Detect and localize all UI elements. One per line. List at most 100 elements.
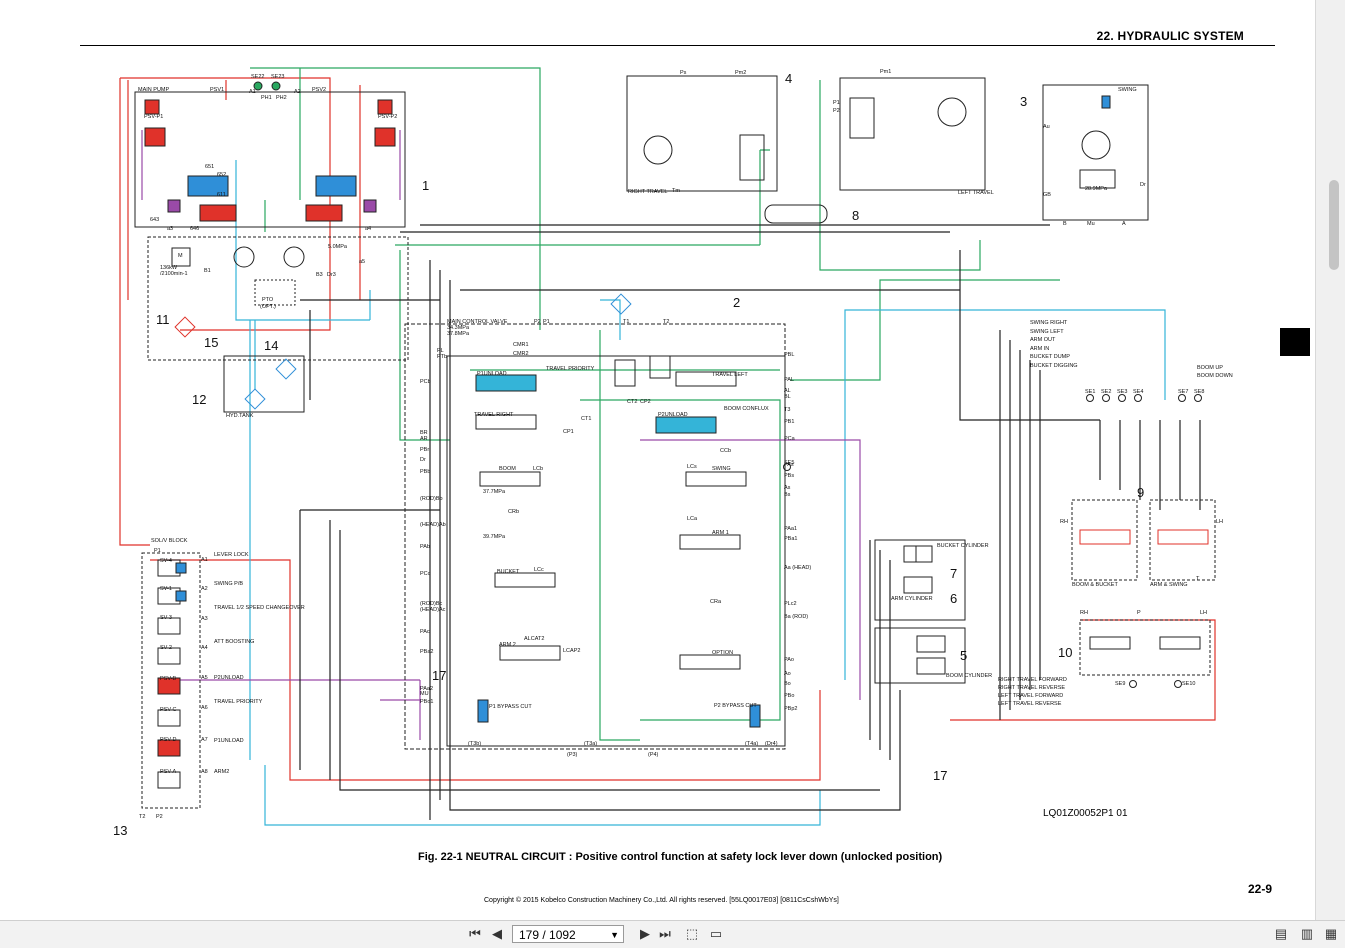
scrollbar-thumb[interactable] [1329, 180, 1339, 270]
solenoid-function: P2UNLOAD [214, 675, 244, 681]
pump-label: PSV-P1 [144, 114, 163, 120]
main-pump-group [134, 81, 409, 361]
valve-label: ARM 2 [499, 642, 516, 648]
port-label-left: PAa2 [420, 686, 433, 692]
port-label-left: PBb [420, 469, 430, 475]
port-label-right: PLc2 [784, 601, 797, 607]
port-label-right: PBa1 [784, 536, 797, 542]
pump-label: Dr3 [327, 272, 336, 278]
pump-label: A1 [249, 89, 256, 95]
valve-label: MAIN CONTROL VALVE [447, 319, 508, 325]
pump-label: 646 [190, 226, 199, 232]
valve-label: LCc [534, 567, 544, 573]
figure-code: LQ01Z00052P1 01 [1043, 808, 1128, 819]
valve-label: LCb [533, 466, 543, 472]
solenoid-block [141, 552, 201, 809]
remote-signal-label: BOOM UP [1197, 365, 1223, 371]
pump-label: MAIN PUMP [138, 87, 170, 93]
port-label-right: PAa1 [784, 526, 797, 532]
solenoid-function: LEVER LOCK [214, 552, 249, 558]
travel-label: Mu [1087, 221, 1095, 227]
port-label-left: PBo1 [420, 699, 433, 705]
two-page-icon[interactable]: ▥ [1300, 926, 1314, 941]
port-label-left: (HEAD)Ac [420, 607, 446, 613]
fit-page-icon[interactable]: ⬚ [685, 926, 699, 941]
pump-label: a4 [365, 226, 371, 232]
page-number: 22-9 [1248, 882, 1273, 896]
solenoid-function: SWING P/B [214, 581, 243, 587]
port-label-right: Ao [784, 671, 791, 677]
pump-label: 5.0MPa [328, 244, 348, 250]
valve-label: CP2 [640, 399, 651, 405]
solenoid-block-title: SOL/V BLOCK [151, 538, 188, 544]
single-page-icon[interactable]: ▤ [1274, 926, 1288, 941]
valve-label: CRb [508, 509, 519, 515]
remote-signal-label: ARM IN [1030, 346, 1049, 352]
chapter-title: 22. HYDRAULIC SYSTEM [1096, 29, 1244, 43]
valve-label: PTb [437, 354, 447, 360]
pump-label: B1 [204, 268, 211, 274]
port-label-left: AR [420, 436, 428, 442]
valve-label: (T4a) [745, 741, 758, 747]
callout-number-1: 1 [422, 178, 429, 193]
page-counter: 179 / 1092 [519, 928, 576, 942]
continuous-icon[interactable]: ▦ [1324, 926, 1338, 941]
cylinders [874, 539, 966, 684]
solenoid-function: ARM2 [214, 769, 229, 775]
port-label-left: (ROD)Bc [420, 601, 443, 607]
travel-label: 28.9MPa [1085, 186, 1108, 192]
remote-signal-label: RIGHT TRAVEL FORWARD [998, 677, 1067, 683]
solenoid-item: PSV-D [160, 737, 177, 743]
travel-label: LEFT TRAVEL [958, 190, 994, 196]
callout-number-12: 12 [192, 392, 206, 407]
port-label-right: Aa (HEAD) [784, 565, 811, 571]
valve-label: BOOM [499, 466, 516, 472]
remote-signal-label: BUCKET DIGGING [1030, 363, 1078, 369]
next-page-icon[interactable]: ▶ [640, 926, 650, 941]
prev-page-icon[interactable]: ◀ [492, 926, 502, 941]
solenoid-port: P2 [156, 814, 163, 820]
main-control-valve [404, 323, 786, 750]
solenoid-item: PSV-C [160, 707, 177, 713]
remote-valve-label: LH [1200, 610, 1207, 616]
valve-label: CT2 [627, 399, 637, 405]
remote-signal-label: LEFT TRAVEL FORWARD [998, 693, 1063, 699]
last-page-icon[interactable]: ⏭ [659, 926, 671, 941]
port-label-right: PAs [784, 462, 794, 468]
pump-label: PH1 [261, 95, 272, 101]
port-label-left: MU [420, 691, 429, 697]
port-label-right: PB1 [784, 419, 794, 425]
copyright-notice: Copyright © 2015 Kobelco Construction Ma… [484, 897, 839, 904]
remote-signal-label: RIGHT TRAVEL REVERSE [998, 685, 1065, 691]
port-label-right: PBs [784, 473, 794, 479]
fit-width-icon[interactable]: ▭ [709, 926, 723, 941]
port-label-right: Ba (ROD) [784, 614, 808, 620]
cylinder-label: ARM CYLINDER [891, 596, 933, 602]
page-number-input[interactable]: 179 / 1092 ▼ [512, 925, 624, 943]
pump-label: M [178, 253, 183, 259]
valve-label: T2 [663, 319, 669, 325]
sensor-label: SE8 [1194, 389, 1204, 395]
valve-label: BOOM CONFLUX [724, 406, 769, 412]
chevron-down-icon[interactable]: ▼ [610, 930, 619, 940]
cylinder-label: BUCKET CYLINDER [937, 543, 989, 549]
travel-label: SWING [1118, 87, 1137, 93]
callout-number-10: 10 [1058, 645, 1072, 660]
travel-label: Ps [680, 70, 687, 76]
vertical-scrollbar[interactable] [1315, 0, 1345, 920]
pump-label: 643 [150, 217, 159, 223]
valve-label: SE5 [784, 460, 794, 466]
valve-label: P2 BYPASS CUT [714, 703, 757, 709]
callout-number-13: 13 [113, 823, 127, 838]
pump-label: /2100min-1 [160, 271, 188, 277]
travel-label: Tm [672, 188, 680, 194]
valve-label: 37.8MPa [447, 331, 470, 337]
viewer-toolbar: ⏮ ◀ 179 / 1092 ▼ ▶ ⏭ ⬚ ▭ ▤ ▥ ▦ [0, 920, 1345, 948]
sensor-label: SE3 [1117, 389, 1127, 395]
valve-label: P2UNLOAD [658, 412, 688, 418]
first-page-icon[interactable]: ⏮ [469, 926, 481, 941]
pump-label: PSV-P2 [378, 114, 397, 120]
travel-label: A [1122, 221, 1126, 227]
remote-valve-label: RH [1060, 519, 1068, 525]
valve-label: (P3) [567, 752, 578, 758]
